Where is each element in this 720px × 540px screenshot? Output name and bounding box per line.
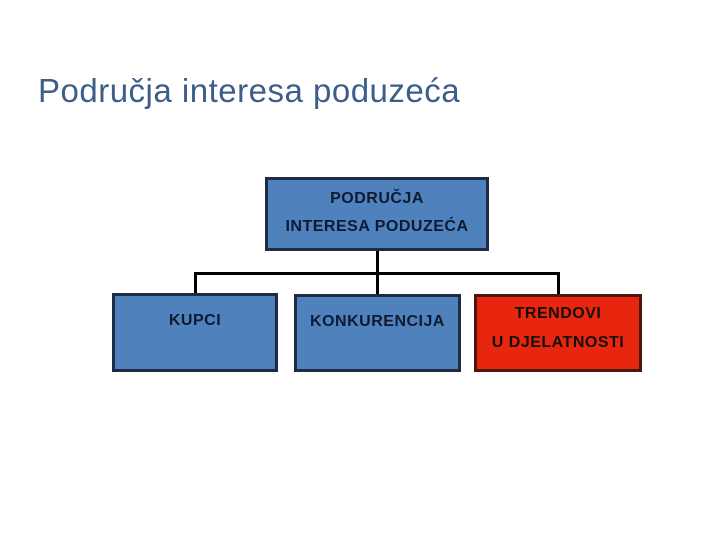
diagram-box-kupci: KUPCI (112, 293, 278, 372)
connector-drop-trendovi (557, 272, 560, 294)
kupci-box-label: KUPCI (168, 312, 222, 329)
slide-title: Područja interesa poduzeća (38, 72, 461, 109)
diagram-box-trendovi-u-djelatnosti: TRENDOVI U DJELATNOSTI (474, 294, 642, 372)
konkurencija-box-label: KONKURENCIJA (310, 313, 445, 330)
root-box-label-line-1: PODRUČJA (330, 190, 424, 207)
trendovi-box-label-line-2: U DJELATNOSTI (491, 334, 625, 351)
diagram-box-root: PODRUČJA INTERESA PODUZEĆA (265, 177, 489, 251)
connector-drop-konkurencija (376, 272, 379, 294)
diagram-box-konkurencija: KONKURENCIJA (294, 294, 461, 372)
connector-root-stem (376, 251, 379, 274)
root-box-label-line-2: INTERESA PODUZEĆA (285, 218, 469, 235)
connector-drop-kupci (194, 272, 197, 293)
trendovi-box-label-line-1: TRENDOVI (514, 305, 602, 322)
